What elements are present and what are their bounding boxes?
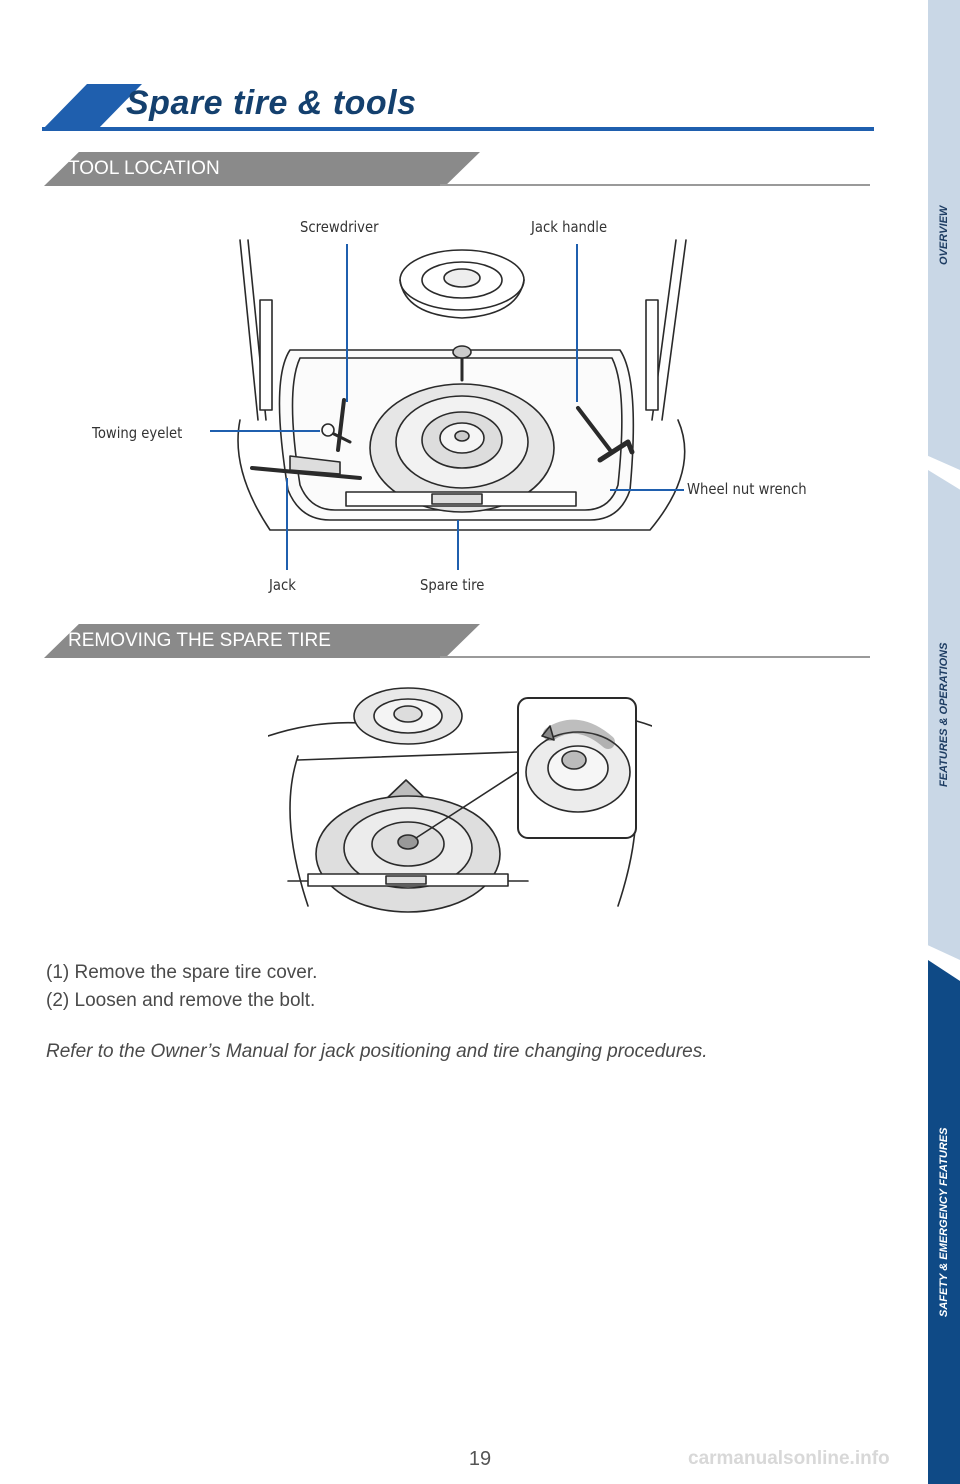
leader-line-jack [286,478,288,570]
leader-line-jack-handle [576,244,578,402]
watermark: carmanualsonline.info [688,1448,890,1469]
leader-line-screwdriver [346,244,348,402]
removing-spare-tire-diagram [268,687,652,913]
instruction-step-1: (1) Remove the spare tire cover. [46,962,318,983]
label-spare-tire: Spare tire [420,576,485,594]
page-title: Spare tire & tools [126,84,417,122]
side-tab-label-overview: OVERVIEW [938,205,950,265]
label-jack: Jack [269,576,296,594]
leader-line-towing-eyelet [210,430,320,432]
label-jack-handle: Jack handle [531,218,608,236]
instruction-note: Refer to the Owner’s Manual for jack pos… [46,1041,708,1062]
label-screwdriver: Screwdriver [300,218,379,236]
label-wheel-nut-wrench: Wheel nut wrench [687,480,807,498]
trunk-tool-location-diagram [237,239,687,531]
section-rule [440,656,870,658]
section-tab-removing-spare-tire: REMOVING THE SPARE TIRE [44,624,480,658]
section-rule [440,184,870,186]
leader-line-wheel-nut-wrench [610,489,684,491]
instruction-step-2: (2) Loosen and remove the bolt. [46,990,316,1011]
label-towing-eyelet: Towing eyelet [92,424,183,442]
side-tab-label-safety-emergency: SAFETY & EMERGENCY FEATURES [938,1127,950,1317]
page-number: 19 [468,1448,492,1470]
side-tab-safety-emergency[interactable]: SAFETY & EMERGENCY FEATURES [928,960,960,1484]
leader-line-spare-tire [457,520,459,570]
side-tab-label-features-operations: FEATURES & OPERATIONS [938,642,950,788]
side-tab-overview[interactable]: OVERVIEW [928,0,960,470]
section-tab-tool-location: TOOL LOCATION [44,152,480,186]
header-rule [42,127,874,131]
side-tab-features-operations[interactable]: FEATURES & OPERATIONS [928,470,960,960]
